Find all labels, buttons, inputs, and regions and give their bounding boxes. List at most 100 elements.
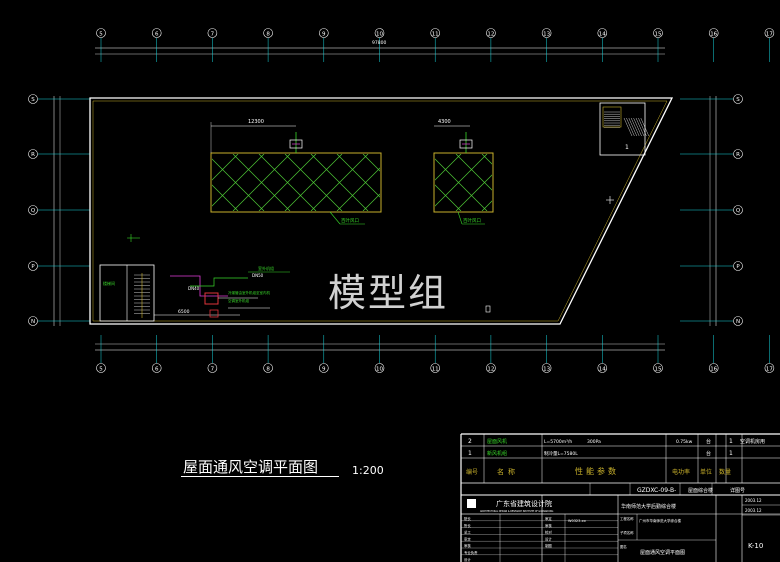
title-role-mid-1: 审核 xyxy=(545,523,552,528)
grid-bubble-bottom-7 xyxy=(207,363,218,373)
grid-bubble-bottom-6 xyxy=(151,363,162,373)
grid-bubble-top-11 xyxy=(430,28,441,38)
svg-text:1: 1 xyxy=(729,438,733,445)
equipment-table-row-1: 1 新风机组 制冷量L=7580L 台 1 xyxy=(468,450,733,457)
svg-text:空调机房用: 空调机房用 xyxy=(740,438,765,445)
equipment-table-row-2: 2 屋面风机 L=5700m³/h 300Pa 0.75kw 台 1 空调机房用 xyxy=(468,438,765,445)
grid-bubble-bottom-9 xyxy=(318,363,329,373)
grid-label-top-15: 15 xyxy=(655,32,662,38)
svg-text:12300: 12300 xyxy=(248,119,264,125)
svg-text:百叶风口: 百叶风口 xyxy=(341,217,359,224)
svg-text:ARCHITECTURAL DESIGN & RESEARC: ARCHITECTURAL DESIGN & RESEARCH INSTITUT… xyxy=(480,510,554,513)
grid-bubble-bottom-8 xyxy=(263,363,273,373)
grid-bubble-top-13 xyxy=(541,28,552,38)
svg-text:1: 1 xyxy=(729,450,733,457)
grid-label-bottom-17: 17 xyxy=(766,367,773,373)
roof-fan-right xyxy=(459,132,473,153)
grid-bubble-left-R xyxy=(28,149,38,159)
roof-marker-small xyxy=(127,234,140,242)
svg-text:屋面风机: 屋面风机 xyxy=(487,438,507,445)
svg-text:1: 1 xyxy=(625,144,629,151)
grid-bubble-top-12 xyxy=(486,28,496,38)
grid-bubble-right-P xyxy=(733,261,743,271)
svg-text:台: 台 xyxy=(706,438,711,445)
svg-text:冷媒管由室外机组至室内机: 冷媒管由室外机组至室内机 xyxy=(228,290,270,295)
grid-bubble-left-Q xyxy=(28,205,38,215)
grid-label-top-14: 14 xyxy=(599,32,606,38)
grid-label-bottom-12: 12 xyxy=(487,367,494,373)
grid-axis-top: 56789101112131415161718 xyxy=(95,28,775,62)
title-role-left-5: 专业负责 xyxy=(464,550,478,555)
grid-label-left-Q: Q xyxy=(31,208,36,214)
svg-text:0.75kw: 0.75kw xyxy=(676,439,693,445)
svg-text:4300: 4300 xyxy=(438,119,451,125)
grid-bubble-bottom-12 xyxy=(486,363,496,373)
title-block-texts: 广东省建筑设计院 ARCHITECTURAL DESIGN & RESEARCH… xyxy=(480,498,763,556)
grid-label-bottom-8: 8 xyxy=(266,367,270,373)
grid-bubble-left-S xyxy=(28,94,38,104)
grid-label-right-Q: Q xyxy=(736,208,741,214)
grid-label-bottom-10: 10 xyxy=(376,367,383,373)
title-role-left-1: 所长 xyxy=(464,523,471,528)
grid-bubble-bottom-16 xyxy=(708,363,719,373)
grid-bubble-top-15 xyxy=(653,28,663,38)
title-role-left-2: 总工 xyxy=(464,530,471,535)
grid-label-bottom-13: 13 xyxy=(543,367,550,373)
grid-bubble-top-9 xyxy=(318,28,329,38)
svg-text:1: 1 xyxy=(468,450,472,457)
grid-bubble-top-10 xyxy=(374,28,385,38)
title-field-label-0: 工程名称 xyxy=(620,516,634,521)
grid-label-top-16: 16 xyxy=(710,32,717,38)
stair-bottom-left: 楼梯间 xyxy=(99,264,155,322)
grid-bubble-bottom-15 xyxy=(653,363,663,373)
grid-label-left-P: P xyxy=(31,264,35,270)
svg-text:空调室外机组: 空调室外机组 xyxy=(228,298,249,303)
svg-text:数量: 数量 xyxy=(719,468,731,476)
watermark-text: 模型组 xyxy=(328,271,449,315)
stair-top-right: 1 xyxy=(599,102,649,156)
roof-outline-inner xyxy=(92,100,668,322)
drawing-title-underline xyxy=(181,476,339,477)
title-role-left-3: 审定 xyxy=(464,536,471,541)
svg-text:电功率: 电功率 xyxy=(672,468,690,476)
title-role-mid-2: 校对 xyxy=(545,530,552,535)
dimension-top-overall: 97800 xyxy=(372,40,386,46)
title-role-mid-0: 审定 xyxy=(545,516,552,521)
roof-fan-left xyxy=(289,132,303,153)
svg-text:2003.12: 2003.12 xyxy=(745,508,762,513)
grid-label-left-S: S xyxy=(31,97,35,103)
grid-bubble-left-P xyxy=(28,261,38,271)
grid-label-right-P: P xyxy=(736,264,740,270)
svg-text:新风机组: 新风机组 xyxy=(487,450,507,457)
svg-text:编号: 编号 xyxy=(466,468,478,476)
svg-text:单位: 单位 xyxy=(700,468,712,476)
grid-label-top-10: 10 xyxy=(376,32,383,38)
title-field-label-1: 子项名称 xyxy=(620,530,634,535)
grid-label-top-6: 6 xyxy=(155,32,159,38)
grid-label-top-7: 7 xyxy=(211,32,215,38)
svg-text:屋面综合楼: 屋面综合楼 xyxy=(688,487,713,494)
title-role-mid-4: 制图 xyxy=(545,543,552,548)
svg-text:百叶风口: 百叶风口 xyxy=(463,217,481,224)
grid-bubble-bottom-11 xyxy=(430,363,441,373)
grid-label-top-9: 9 xyxy=(322,32,326,38)
louver-hatch-left xyxy=(210,152,382,213)
title-role-mid-3: 设计 xyxy=(545,536,552,541)
svg-text:GZDXC-09-B-: GZDXC-09-B- xyxy=(637,487,676,494)
svg-text:6500: 6500 xyxy=(178,309,190,315)
grid-bubble-right-N xyxy=(733,316,743,326)
grid-bubble-bottom-5 xyxy=(96,363,106,373)
grid-label-top-12: 12 xyxy=(487,32,494,38)
grid-bubble-top-7 xyxy=(207,28,218,38)
grid-label-right-S: S xyxy=(736,97,740,103)
grid-label-bottom-5: 5 xyxy=(99,367,103,373)
roof-outline xyxy=(89,97,674,325)
svg-text:2: 2 xyxy=(468,438,472,445)
grid-label-left-R: R xyxy=(31,152,35,158)
grid-label-top-13: 13 xyxy=(543,32,550,38)
grid-label-left-N: N xyxy=(31,319,35,325)
title-role-left-0: 院长 xyxy=(464,516,471,521)
grid-bubble-top-8 xyxy=(263,28,273,38)
svg-text:楼梯间: 楼梯间 xyxy=(103,280,115,286)
